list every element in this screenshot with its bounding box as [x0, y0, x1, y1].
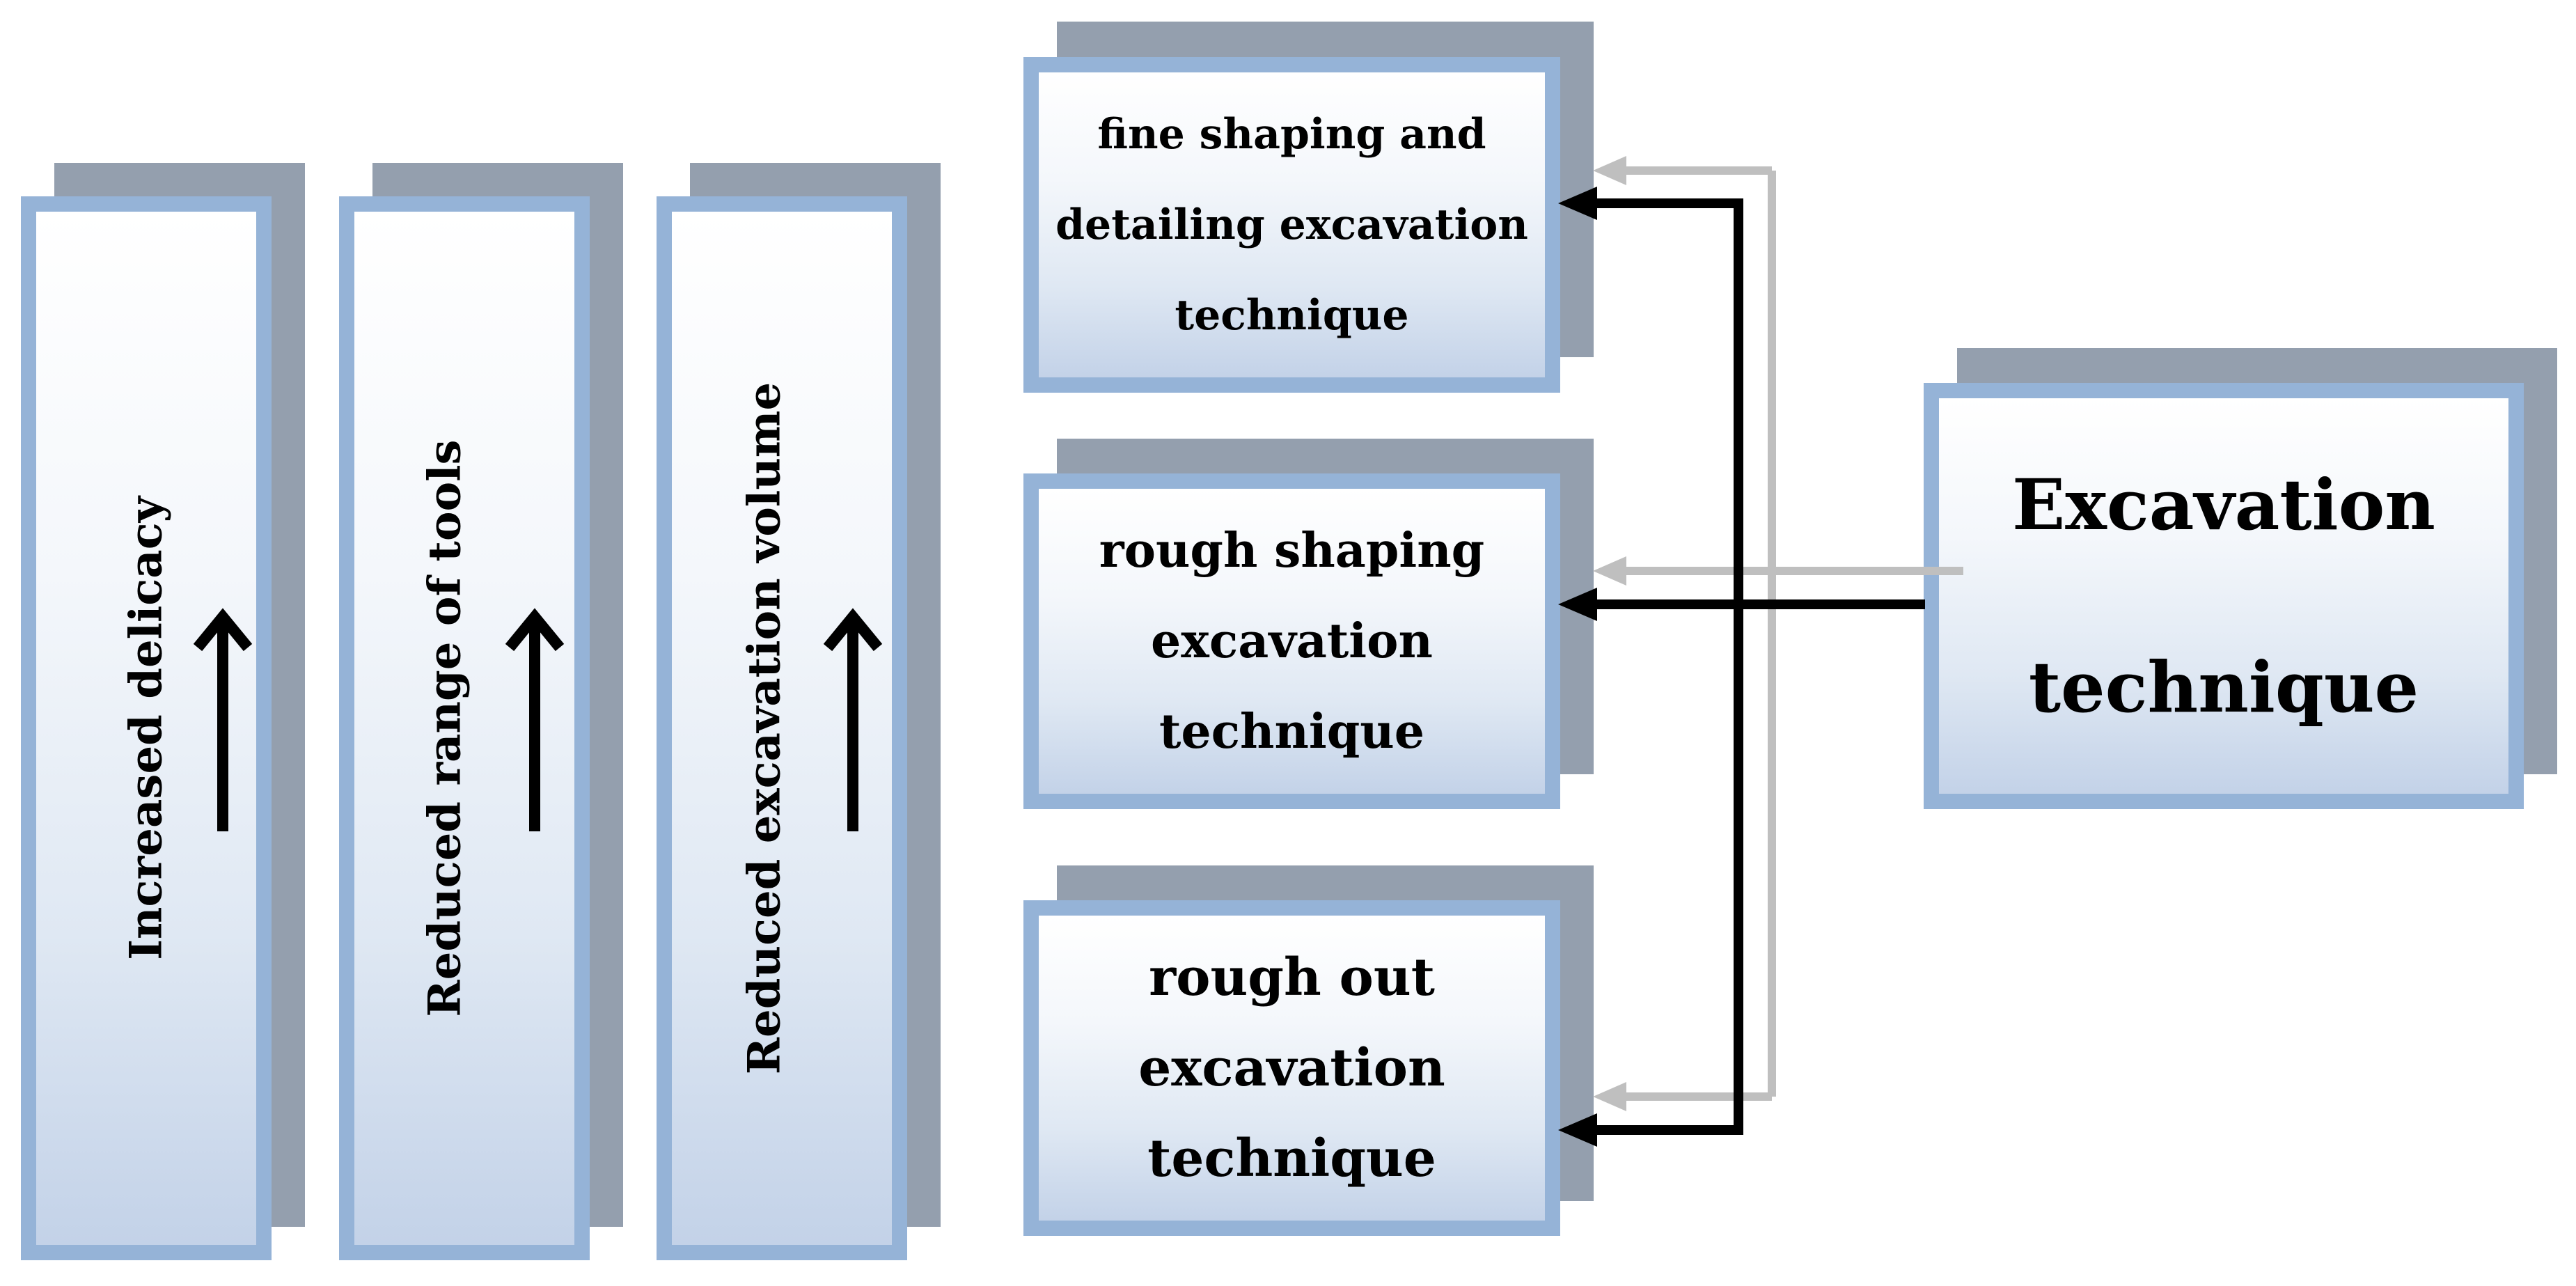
label-line: detailing excavation	[1055, 201, 1528, 249]
main-label: Excavation technique	[1939, 398, 2508, 794]
secondary-arrowheads	[1593, 156, 1626, 1111]
label-line: technique	[1159, 704, 1425, 760]
label-line: technique	[2028, 646, 2419, 728]
secondary-connector	[1608, 166, 1963, 1101]
column-box	[339, 196, 590, 1260]
label-line: technique	[1147, 1129, 1436, 1189]
label-line: fine shaping and	[1097, 110, 1486, 159]
technique-box: fine shaping and detailing excavation te…	[1023, 57, 1560, 393]
label-line: rough out	[1149, 948, 1435, 1007]
primary-arrowheads	[1558, 187, 1597, 1147]
main-box: Excavation technique	[1924, 383, 2524, 809]
column-box	[657, 196, 907, 1260]
technique-label: fine shaping and detailing excavation te…	[1039, 72, 1545, 377]
up-arrow-icon	[505, 608, 565, 831]
label-line: rough shaping	[1099, 523, 1485, 579]
up-arrow-icon	[193, 608, 253, 831]
technique-label: rough shaping excavation technique	[1039, 489, 1545, 794]
technique-box: rough shaping excavation technique	[1023, 473, 1560, 809]
up-arrow-icon	[823, 608, 883, 831]
label-line: Excavation	[2011, 464, 2435, 546]
technique-box: rough out excavation technique	[1023, 900, 1560, 1236]
technique-label: rough out excavation technique	[1039, 916, 1545, 1221]
label-line: excavation	[1138, 1038, 1445, 1098]
column-box	[21, 196, 272, 1260]
label-line: excavation	[1151, 613, 1433, 669]
label-line: technique	[1175, 291, 1409, 340]
primary-connector	[1591, 198, 1925, 1135]
